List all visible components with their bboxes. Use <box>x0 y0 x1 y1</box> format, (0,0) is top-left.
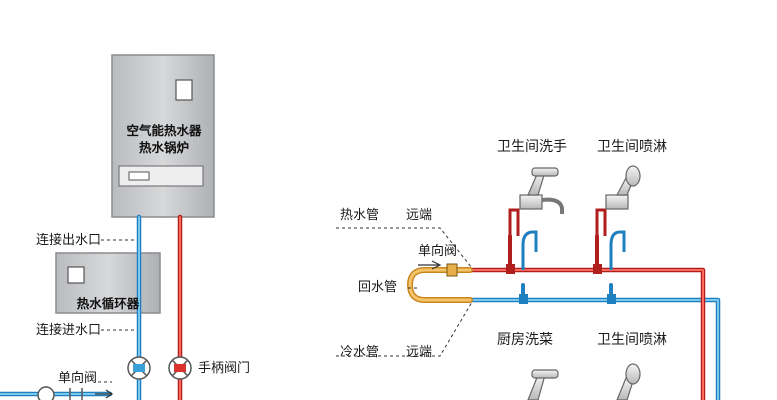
heater-unit <box>111 54 215 218</box>
check-valve-left-label: 单向阀 <box>58 371 98 386</box>
handle-valve-icon <box>168 356 192 380</box>
check-valve-right-icon <box>418 260 458 277</box>
fixture-kitchen-label: 厨房洗菜 <box>497 332 553 348</box>
check-valve-left-icon <box>37 386 114 400</box>
cold-pipe-label: 冷水管 <box>340 345 380 360</box>
heater-title-line1: 空气能热水器 <box>126 123 202 138</box>
shower-valve-icon <box>595 165 641 270</box>
fixture-bath-shower-top-label: 卫生间喷淋 <box>597 139 667 155</box>
cold-far-label: 远端 <box>406 345 433 360</box>
cold-valve-icon <box>127 356 151 380</box>
fixture-bath-shower-bottom-label: 卫生间喷淋 <box>597 332 667 348</box>
circulation-pump <box>55 252 161 314</box>
inlet-label: 连接进水口 <box>36 323 102 338</box>
hot-far-label: 远端 <box>406 208 433 223</box>
pump-title: 热水循环器 <box>76 296 140 311</box>
sink-faucet-icon <box>508 167 564 270</box>
shower-valve-bottom-icon <box>616 363 641 400</box>
heater-title: 空气能热水器 热水锅炉 <box>116 122 212 156</box>
heater-title-line2: 热水锅炉 <box>138 140 189 155</box>
kitchen-faucet-icon <box>527 369 559 400</box>
outlet-label: 连接出水口 <box>36 233 102 248</box>
check-valve-right-label: 单向阀 <box>418 244 458 259</box>
handle-valve-label: 手柄阀门 <box>198 361 251 376</box>
hot-pipe-label: 热水管 <box>340 208 380 223</box>
return-pipe-label: 回水管 <box>358 280 398 295</box>
pipe-junctions <box>506 264 616 304</box>
fixture-bath-sink-label: 卫生间洗手 <box>497 139 567 155</box>
leader-lines <box>98 227 473 383</box>
return-pipe-loop <box>407 267 473 303</box>
